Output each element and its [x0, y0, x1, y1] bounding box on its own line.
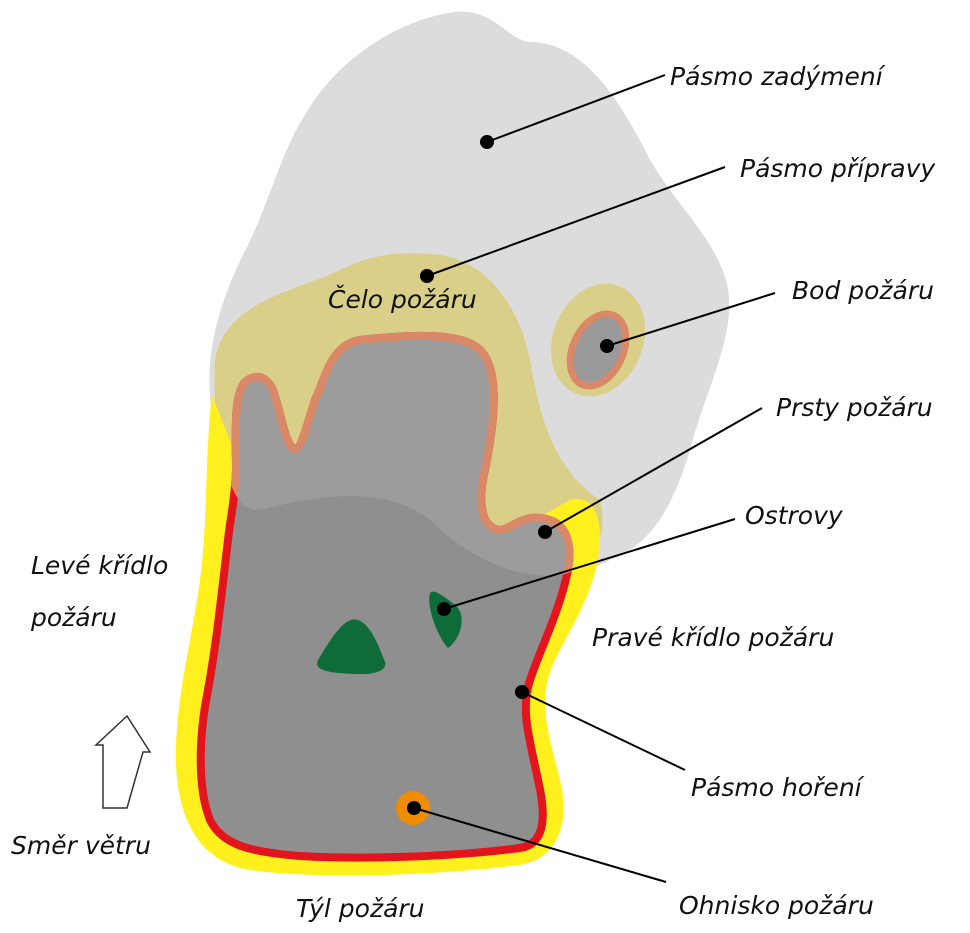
label-wind-direction: Směr větru — [11, 831, 151, 860]
label-left-flank-line1: Levé křídlo — [31, 551, 168, 580]
label-prep-zone: Pásmo přípravy — [740, 154, 936, 183]
label-right-flank: Pravé křídlo požáru — [592, 623, 834, 652]
label-left-flank-line2: požáru — [30, 603, 117, 632]
dot-fire-fingers — [538, 525, 552, 539]
label-islands: Ostrovy — [745, 501, 844, 530]
dot-prep-zone — [420, 269, 434, 283]
dot-islands — [437, 602, 451, 616]
wind-direction-arrow — [96, 716, 150, 808]
label-fire-front: Čelo požáru — [328, 284, 477, 314]
dot-burning-zone — [515, 685, 529, 699]
label-smoke-zone: Pásmo zadýmení — [670, 62, 886, 91]
label-spot-fire: Bod požáru — [792, 276, 934, 305]
label-fire-fingers: Prsty požáru — [776, 393, 933, 422]
label-fire-rear: Týl požáru — [296, 894, 425, 923]
dot-smoke-zone — [480, 135, 494, 149]
dot-fire-origin — [407, 801, 421, 815]
label-fire-origin: Ohnisko požáru — [679, 891, 874, 920]
label-burning-zone: Pásmo hoření — [691, 773, 865, 802]
dot-spot-fire — [600, 339, 614, 353]
